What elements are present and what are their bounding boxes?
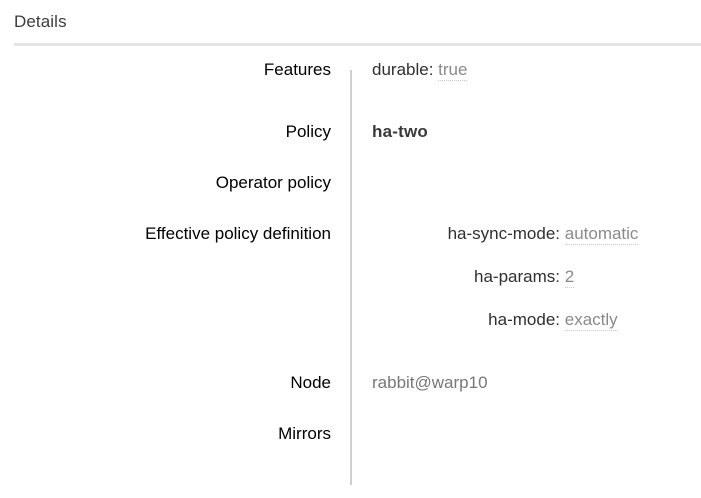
detail-label-node: Node [290, 373, 331, 392]
detail-label-effective-policy-definition: Effective policy definition [145, 224, 331, 243]
node-name[interactable]: rabbit@warp10 [372, 373, 488, 392]
detail-value-operator-policy [372, 173, 701, 193]
mirrors-value [372, 424, 701, 444]
kv-line: ha-mode: exactly [372, 310, 701, 353]
kv-line: durable: true [372, 60, 701, 81]
detail-value-mirrors [372, 424, 701, 444]
header-divider [14, 43, 701, 46]
policy-name[interactable]: ha-two [372, 122, 428, 141]
kv-line: ha-sync-mode: automatic [372, 224, 701, 267]
operator-policy-value [372, 173, 701, 193]
label-value-divider [350, 70, 352, 485]
kv-value: 2 [564, 267, 575, 288]
kv-value: true [438, 60, 468, 81]
kv-value: exactly [564, 310, 618, 331]
page-title: Details [14, 12, 67, 31]
kv-key: ha-mode: [488, 310, 560, 329]
detail-label-mirrors: Mirrors [278, 424, 331, 443]
detail-value-node: rabbit@warp10 [372, 373, 701, 393]
kv-list-features: durable: true [372, 60, 701, 81]
detail-label-features: Features [263, 60, 331, 79]
detail-label-policy: Policy [285, 122, 331, 141]
kv-value: automatic [564, 224, 639, 245]
kv-key: ha-params: [474, 267, 560, 286]
kv-key: ha-sync-mode: [447, 224, 560, 243]
kv-key: durable: [372, 60, 434, 79]
kv-line: ha-params: 2 [372, 267, 701, 310]
kv-list-effective-policy: ha-sync-mode: automatic ha-params: 2 ha-… [372, 224, 701, 353]
detail-value-policy: ha-two [372, 122, 701, 142]
detail-label-operator-policy: Operator policy [215, 173, 331, 192]
